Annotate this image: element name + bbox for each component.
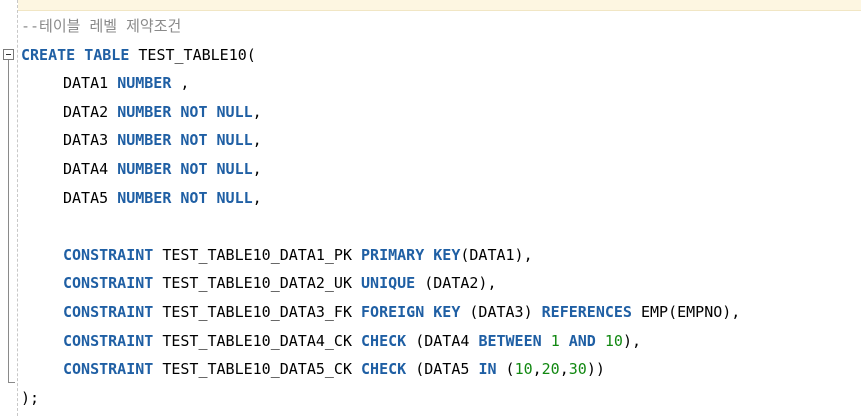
number-token: 10 [604,331,623,350]
code-line[interactable]: DATA4 NUMBER NOT NULL, [21,155,740,184]
text-token: , [252,159,262,178]
code-line[interactable]: DATA3 NUMBER NOT NULL, [21,126,740,155]
keyword-token: CONSTRAINT [63,302,154,321]
text-token: DATA4 [63,159,118,178]
text-token: DATA3 [63,131,118,150]
text-token: (DATA2), [415,274,497,293]
text-token: , [252,188,262,207]
keyword-token: BETWEEN [478,331,542,350]
keyword-token: CONSTRAINT [63,360,154,379]
keyword-token: PRIMARY KEY [361,245,461,264]
number-token: 10 [514,360,533,379]
keyword-token: AND [568,331,596,350]
text-token [542,332,551,350]
number-token: 20 [541,360,560,379]
code-line[interactable]: CONSTRAINT TEST_TABLE10_DATA5_CK CHECK (… [21,355,740,384]
collapse-minus-icon[interactable] [3,49,14,60]
keyword-token: NUMBER [117,74,172,93]
code-line[interactable]: DATA1 NUMBER , [21,69,740,98]
keyword-token: FOREIGN KEY [361,302,461,321]
text-token: TEST_TABLE10_DATA5_CK [153,360,362,379]
text-token: , [532,360,542,379]
keyword-token: CHECK [361,360,407,379]
keyword-token: IN [478,360,497,379]
keyword-token: NUMBER NOT NULL [117,188,253,207]
text-token [596,332,605,350]
text-token: (DATA1), [460,245,533,264]
code-line[interactable] [21,212,740,241]
code-line[interactable]: CONSTRAINT TEST_TABLE10_DATA3_FK FOREIGN… [21,298,740,327]
keyword-token: NUMBER NOT NULL [117,131,253,150]
keyword-token: CONSTRAINT [63,331,154,350]
text-token: DATA1 [63,74,118,93]
text-token: ), [622,331,641,350]
keyword-token: NUMBER NOT NULL [117,102,253,121]
text-token: (DATA5 [406,360,479,379]
code-line[interactable]: --테이블 레벨 제약조건 [21,12,740,41]
text-token: TEST_TABLE10( [129,45,256,64]
keyword-token: TABLE [84,45,130,64]
text-token: DATA5 [63,188,118,207]
current-line-highlight [18,0,861,11]
text-token: , [559,360,569,379]
keyword-token: CONSTRAINT [63,245,154,264]
text-token: ); [21,388,40,407]
code-line[interactable]: CREATE TABLE TEST_TABLE10( [21,41,740,70]
keyword-token: UNIQUE [361,274,416,293]
text-token: TEST_TABLE10_DATA3_FK [153,302,362,321]
text-token: TEST_TABLE10_DATA4_CK [153,331,362,350]
text-token [560,332,569,350]
text-token: , [252,102,262,121]
comment-token: --테이블 레벨 제약조건 [21,17,182,35]
code-line[interactable]: CONSTRAINT TEST_TABLE10_DATA4_CK CHECK (… [21,327,740,356]
gutter-divider [17,0,18,416]
code-line[interactable]: DATA5 NUMBER NOT NULL, [21,184,740,213]
editor-gutter [0,0,18,416]
text-token: EMP(EMPNO), [631,302,741,321]
code-line[interactable]: CONSTRAINT TEST_TABLE10_DATA2_UK UNIQUE … [21,269,740,298]
text-token: TEST_TABLE10_DATA1_PK [153,245,362,264]
text-token: , [171,74,190,93]
code-line[interactable]: DATA2 NUMBER NOT NULL, [21,98,740,127]
code-line[interactable]: ); [21,384,740,413]
fold-guide-line [8,60,9,382]
text-token: TEST_TABLE10_DATA2_UK [153,274,362,293]
text-token: ( [496,360,515,379]
fold-guide-end [8,382,15,383]
keyword-token: REFERENCES [541,302,632,321]
text-token: DATA2 [63,102,118,121]
keyword-token: CONSTRAINT [63,274,154,293]
text-token: , [252,131,262,150]
text-token: (DATA4 [406,331,479,350]
text-token: (DATA3) [460,302,542,321]
keyword-token: NUMBER NOT NULL [117,159,253,178]
keyword-token: CHECK [361,331,407,350]
text-token [75,46,84,64]
number-token: 1 [550,331,560,350]
text-token: )) [586,360,605,379]
keyword-token: CREATE [21,45,76,64]
code-line[interactable]: CONSTRAINT TEST_TABLE10_DATA1_PK PRIMARY… [21,241,740,270]
number-token: 30 [568,360,587,379]
